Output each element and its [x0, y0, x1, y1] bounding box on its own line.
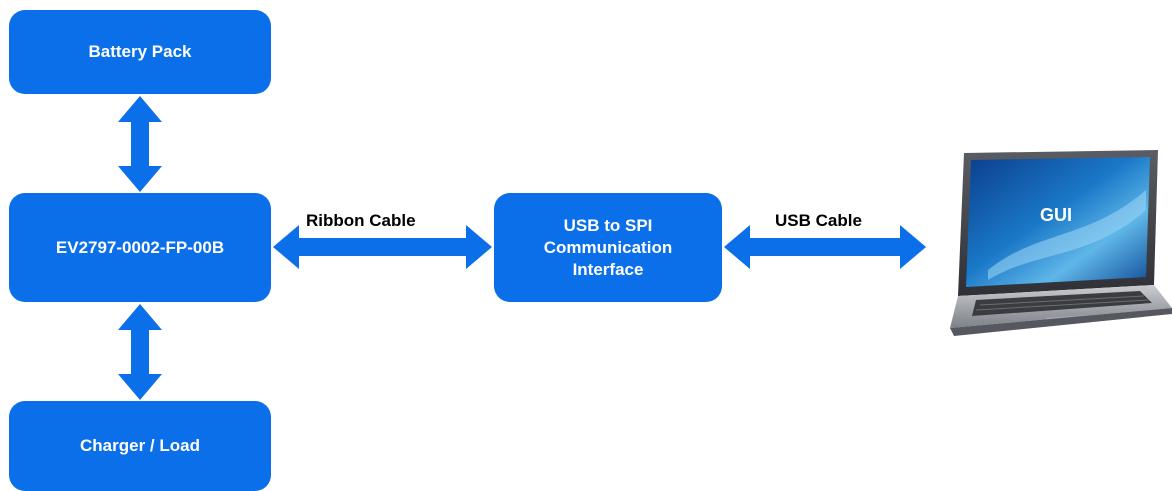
battery-pack-label: Battery Pack: [88, 42, 192, 61]
charger-load-label: Charger / Load: [80, 436, 200, 455]
usb-cable-arrow: [724, 225, 926, 269]
charger-load-block: Charger / Load: [9, 401, 271, 491]
connector-arrows: [118, 96, 926, 400]
usb-spi-line-2: Communication: [543, 237, 673, 257]
battery-pack-block: Battery Pack: [9, 10, 271, 94]
ribbon-cable-label: Ribbon Cable: [306, 211, 416, 230]
evaluation-board-label: EV2797-0002-FP-00B: [55, 237, 225, 257]
ribbon-cable-arrow: [273, 225, 492, 269]
laptop-icon: [950, 150, 1172, 336]
usb-cable-label: USB Cable: [775, 211, 862, 230]
gui-label: GUI: [1040, 205, 1073, 225]
usb-spi-line-3: Interface: [572, 259, 644, 279]
usb-spi-line-1: USB to SPI: [563, 215, 653, 235]
usb-spi-interface-block: USB to SPI Communication Interface: [494, 193, 722, 302]
board-charger-arrow: [118, 304, 162, 400]
evaluation-board-block: EV2797-0002-FP-00B: [9, 193, 271, 302]
battery-board-arrow: [118, 96, 162, 192]
